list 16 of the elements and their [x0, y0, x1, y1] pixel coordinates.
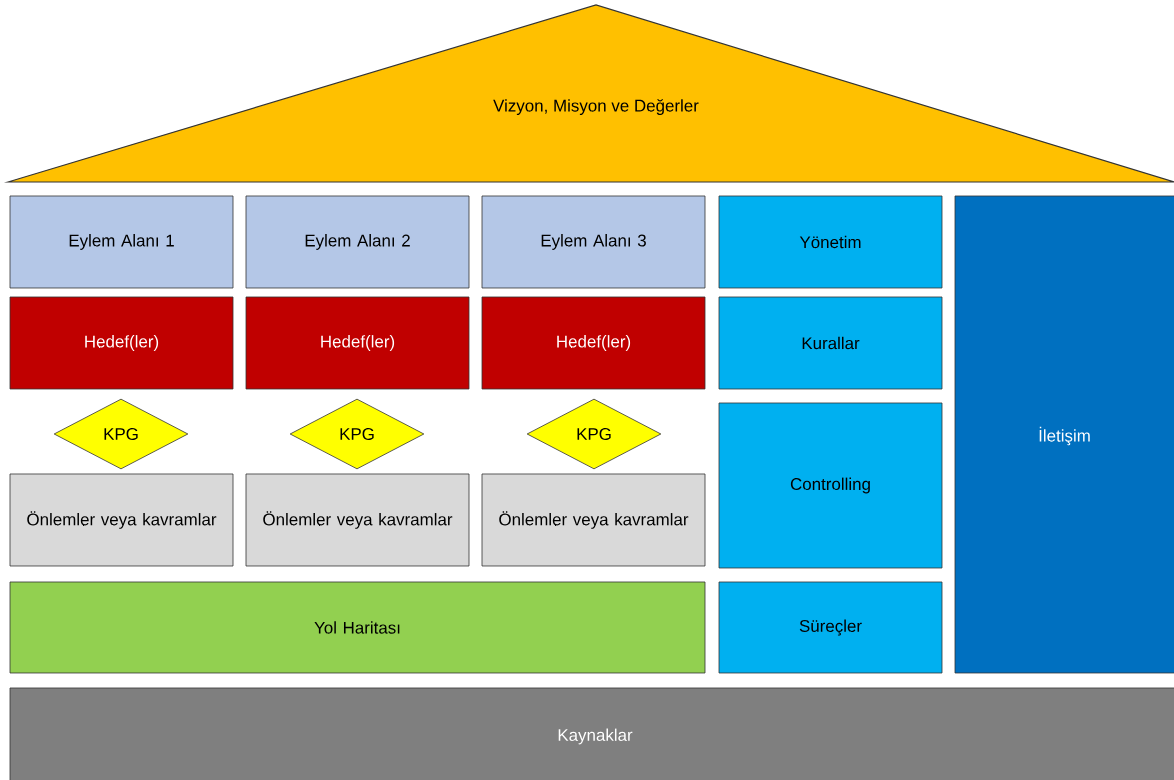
- pillar-box: Yönetim: [718, 195, 943, 289]
- pillar-box: Controlling: [718, 402, 943, 569]
- pillar-box: Süreçler: [718, 581, 943, 674]
- pillar-box: İletişim: [954, 195, 1174, 674]
- goal-box: Hedef(ler): [9, 296, 234, 390]
- foundation-bar: Kaynaklar: [9, 687, 1174, 780]
- area-box: Eylem Alanı 1: [9, 195, 234, 289]
- pillar-box: Kurallar: [718, 296, 943, 390]
- measure-box: Önlemler veya kavramlar: [245, 473, 470, 567]
- measure-box: Önlemler veya kavramlar: [9, 473, 234, 567]
- goal-box: Hedef(ler): [245, 296, 470, 390]
- area-box: Eylem Alanı 3: [481, 195, 706, 289]
- goal-box: Hedef(ler): [481, 296, 706, 390]
- measure-box: Önlemler veya kavramlar: [481, 473, 706, 567]
- roadmap-bar: Yol Haritası: [9, 581, 706, 674]
- area-box: Eylem Alanı 2: [245, 195, 470, 289]
